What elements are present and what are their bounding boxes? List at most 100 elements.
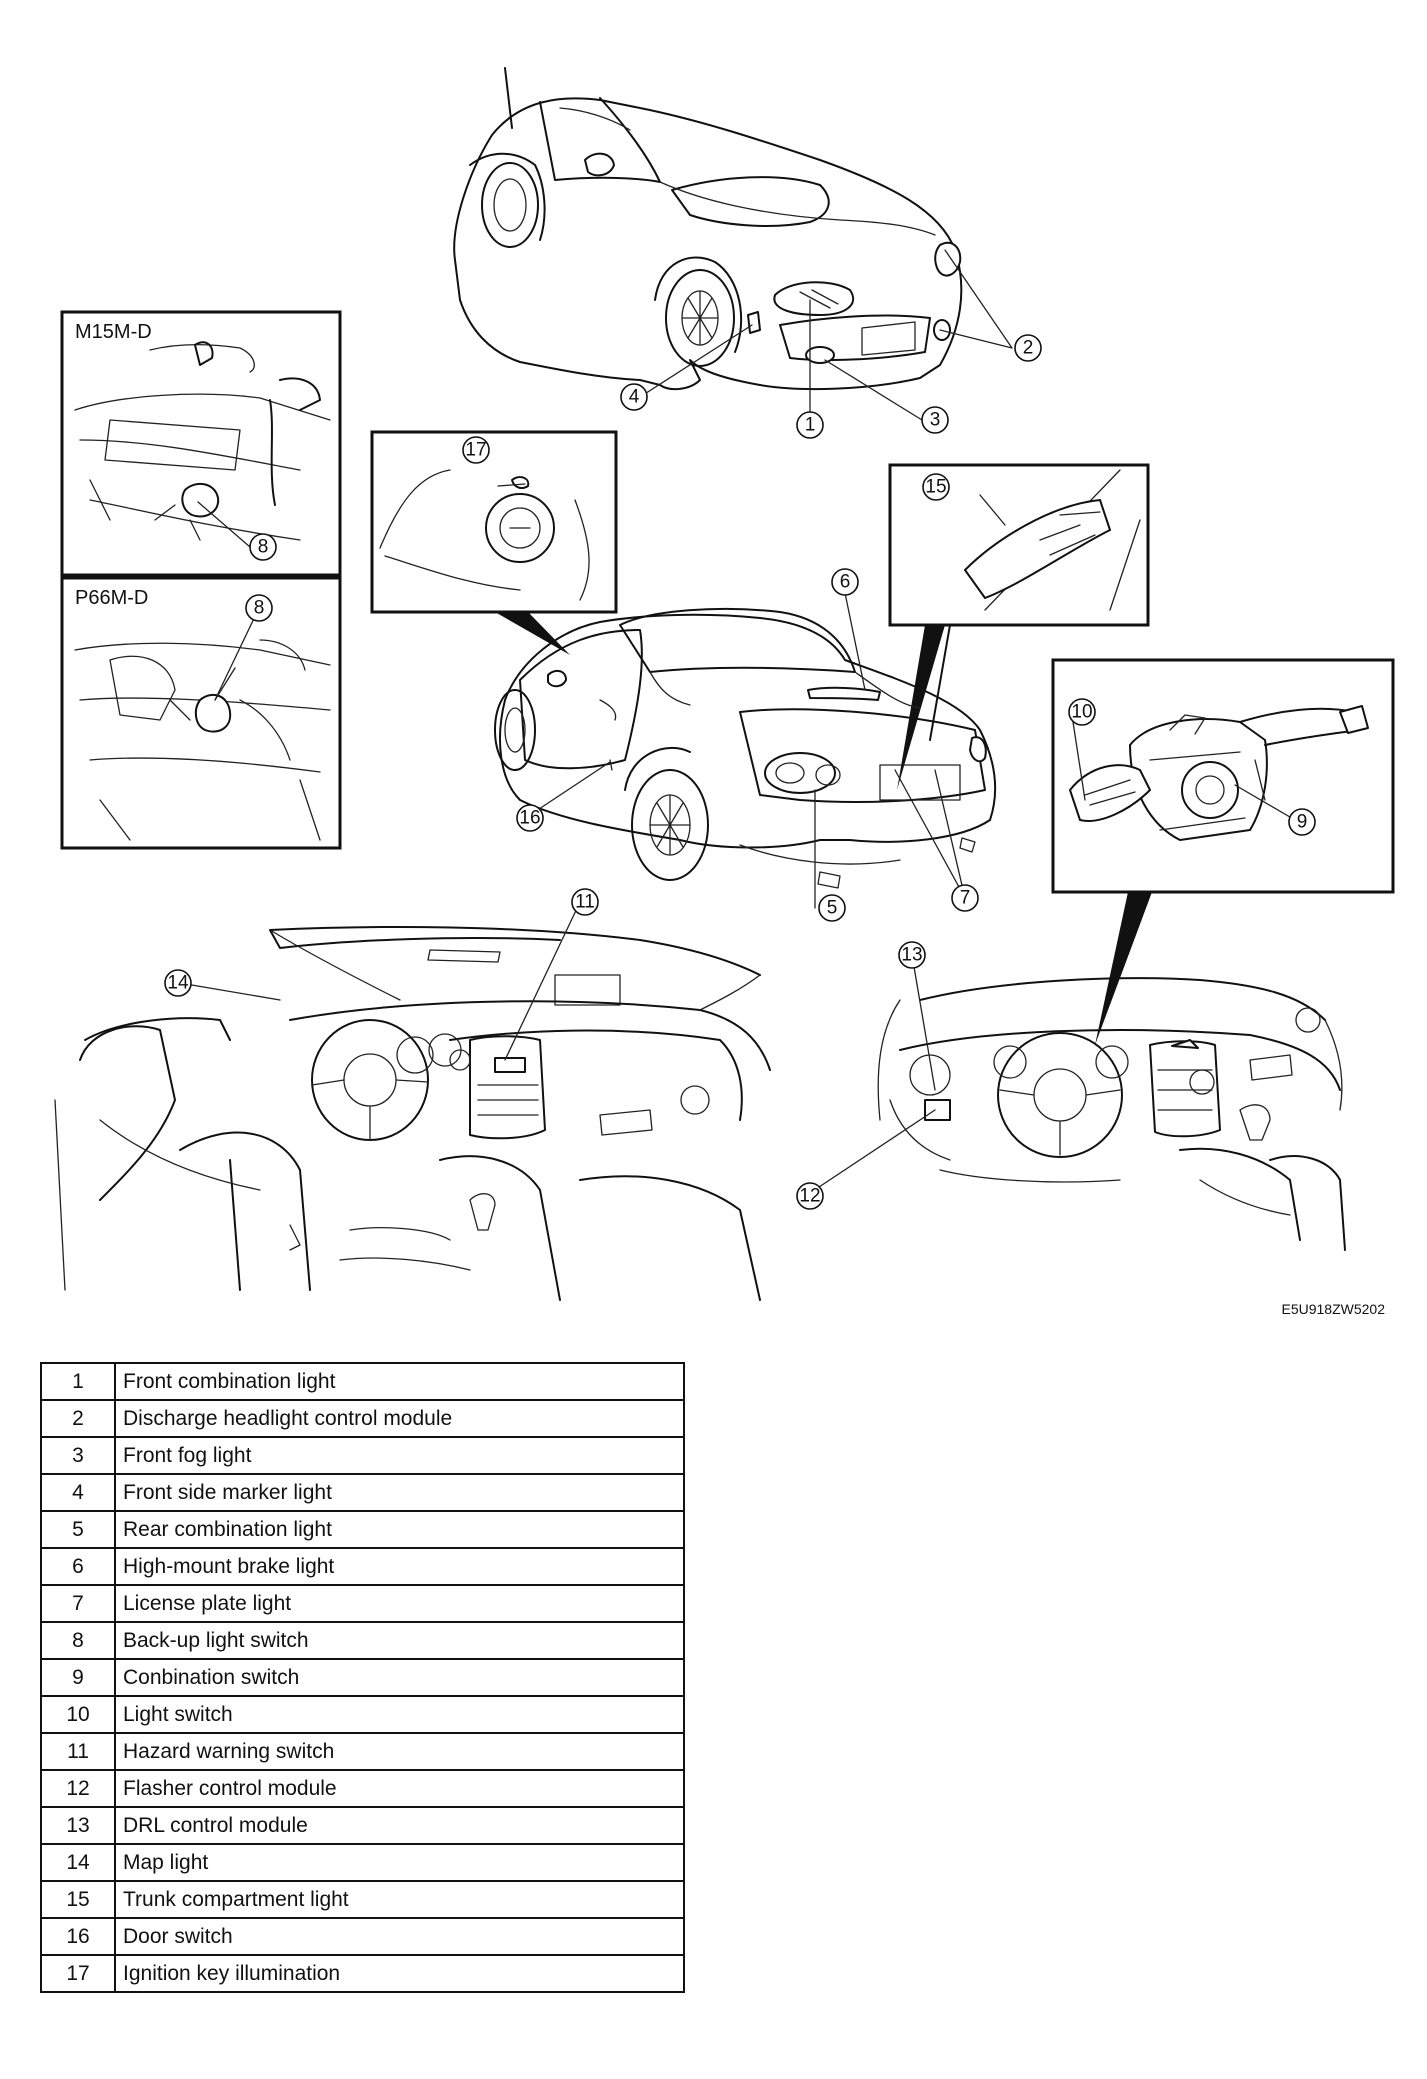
legend-description: Front combination light <box>114 1362 685 1401</box>
callout-8-p66m: 8 <box>245 594 273 622</box>
svg-text:6: 6 <box>840 572 851 593</box>
svg-text:8: 8 <box>254 598 265 619</box>
callout-4: 4 <box>620 383 648 411</box>
svg-text:13: 13 <box>901 945 922 966</box>
legend-description: Back-up light switch <box>114 1621 685 1660</box>
callout-10: 10 <box>1068 698 1096 726</box>
legend-description: Light switch <box>114 1695 685 1734</box>
legend-description: Flasher control module <box>114 1769 685 1808</box>
legend-description: High-mount brake light <box>114 1547 685 1586</box>
svg-text:14: 14 <box>167 973 189 994</box>
callout-14: 14 <box>164 969 192 997</box>
legend-description: License plate light <box>114 1584 685 1623</box>
svg-text:12: 12 <box>799 1186 820 1207</box>
legend-number: 8 <box>40 1621 116 1660</box>
legend-description: Discharge headlight control module <box>114 1399 685 1438</box>
rear-view-car-drawing <box>494 607 997 889</box>
svg-text:8: 8 <box>258 537 269 558</box>
legend-number: 1 <box>40 1362 116 1401</box>
legend-number: 12 <box>40 1769 116 1808</box>
legend-number: 6 <box>40 1547 116 1586</box>
legend-description: Front fog light <box>114 1436 685 1475</box>
svg-text:3: 3 <box>930 410 941 431</box>
callout-3: 3 <box>921 406 949 434</box>
inset-p66m-d-label: P66M-D <box>75 587 148 609</box>
legend-number: 10 <box>40 1695 116 1734</box>
callout-16: 16 <box>516 804 544 832</box>
callout-11: 11 <box>571 888 599 916</box>
legend-number: 11 <box>40 1732 116 1771</box>
inset-ignition-frame <box>370 430 618 614</box>
svg-text:4: 4 <box>629 387 640 408</box>
front-view-car-drawing <box>453 67 963 391</box>
svg-text:10: 10 <box>1071 702 1092 723</box>
callout-8-m15m: 8 <box>249 533 277 561</box>
legend-number: 16 <box>40 1917 116 1956</box>
callout-13: 13 <box>898 941 926 969</box>
inset-m15m-d-frame <box>60 310 342 577</box>
legend-number: 15 <box>40 1880 116 1919</box>
legend-number: 7 <box>40 1584 116 1623</box>
legend-number: 17 <box>40 1954 116 1993</box>
callout-2: 2 <box>1014 334 1042 362</box>
svg-text:9: 9 <box>1297 812 1308 833</box>
callout-1: 1 <box>796 411 824 439</box>
svg-text:17: 17 <box>465 440 486 461</box>
svg-text:1: 1 <box>805 415 816 436</box>
svg-text:15: 15 <box>925 477 946 498</box>
legend-number: 13 <box>40 1806 116 1845</box>
component-location-diagram: M15M-D P66M-D <box>54 67 1395 1317</box>
svg-text:7: 7 <box>960 888 971 909</box>
legend-description: Ignition key illumination <box>114 1954 685 1993</box>
interior-right-drawing <box>877 977 1346 1251</box>
svg-text:16: 16 <box>519 808 540 829</box>
svg-text:5: 5 <box>827 898 838 919</box>
legend-description: Trunk compartment light <box>114 1880 685 1919</box>
callout-9: 9 <box>1288 808 1316 836</box>
legend-number: 3 <box>40 1436 116 1475</box>
callout-7: 7 <box>951 884 979 912</box>
interior-left-drawing <box>54 926 771 1301</box>
inset-ignition-key <box>370 430 618 655</box>
callout-17: 17 <box>462 436 490 464</box>
legend-description: Rear combination light <box>114 1510 685 1549</box>
legend-description: Door switch <box>114 1917 685 1956</box>
callout-15: 15 <box>922 473 950 501</box>
legend-description: Hazard warning switch <box>114 1732 685 1771</box>
inset-m15m-d: M15M-D <box>60 310 342 577</box>
inset-p66m-d: P66M-D <box>60 576 342 850</box>
inset-combination-switch <box>1051 658 1395 1045</box>
legend-number: 2 <box>40 1399 116 1438</box>
callout-5: 5 <box>818 894 846 922</box>
legend-number: 4 <box>40 1473 116 1512</box>
legend-description: Conbination switch <box>114 1658 685 1697</box>
callout-6: 6 <box>831 568 859 596</box>
svg-text:2: 2 <box>1023 338 1034 359</box>
leader-lines <box>179 249 1296 1194</box>
legend-description: DRL control module <box>114 1806 685 1845</box>
figure-code: E5U918ZW5202 <box>1281 1301 1385 1317</box>
inset-m15m-d-label: M15M-D <box>75 321 152 343</box>
svg-text:11: 11 <box>575 892 595 913</box>
legend-description: Map light <box>114 1843 685 1882</box>
legend-number: 5 <box>40 1510 116 1549</box>
